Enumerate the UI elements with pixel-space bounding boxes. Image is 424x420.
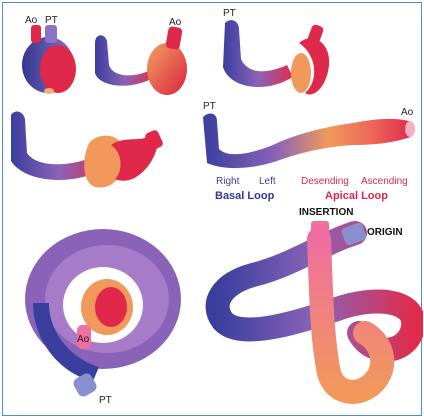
panel-7-knotted-band [218, 221, 414, 392]
panel-3-basal-band [223, 20, 293, 87]
panel-2-ao-label: Ao [169, 17, 182, 28]
panel-6-pt-label: PT [99, 395, 112, 406]
basal-loop-label: Basal Loop [215, 190, 275, 202]
insertion-label: INSERTION [299, 207, 353, 218]
panel-4-heart [11, 112, 164, 188]
right-segment-label: Right [216, 176, 240, 187]
panel-6-ao-label: Ao [77, 334, 90, 345]
figure-frame: Ao PT Ao PT PT Ao Right Left Desending A… [2, 2, 422, 416]
panel-3-pt-label: PT [223, 8, 236, 19]
panel-6-helical-heart [25, 229, 181, 399]
panel-7-insertion-end [311, 221, 329, 237]
panel-6-red-core [95, 287, 127, 327]
panel-1-heart [22, 25, 76, 94]
left-segment-label: Left [259, 176, 276, 187]
descending-segment-label: Desending [301, 176, 349, 187]
panel-2-heart [95, 26, 187, 95]
panel-2-ao-vessel [165, 26, 183, 50]
panel-3-orange-band [291, 53, 311, 93]
panel-5-ao-label: Ao [401, 107, 414, 118]
panel-2-basal-band [95, 35, 155, 85]
panel-1-red-band [40, 45, 76, 93]
panel-1-loop-end [44, 88, 54, 94]
panel-1-ao-vessel [31, 25, 41, 43]
panel-2-apical-loop [147, 43, 187, 95]
panel-5-pt-label: PT [203, 101, 216, 112]
ascending-segment-label: Ascending [361, 176, 408, 187]
band-diagram: Ao PT Ao PT PT Ao Right Left Desending A… [3, 3, 423, 417]
origin-label: ORIGIN [367, 227, 403, 238]
panel-5-unrolled-band [203, 114, 415, 169]
panel-5-ao-end [405, 121, 415, 137]
panel-1-ao-label: Ao [25, 15, 38, 26]
panel-5-band-body [203, 114, 411, 169]
panel-1-pt-vessel [45, 25, 57, 43]
panel-3-heart [223, 20, 329, 94]
panel-1-pt-label: PT [45, 15, 58, 26]
apical-loop-label: Apical Loop [325, 190, 388, 202]
